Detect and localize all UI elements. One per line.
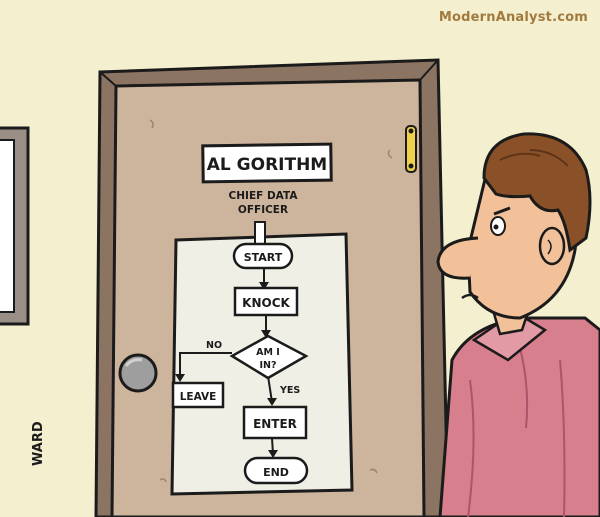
ear [538, 226, 566, 266]
door-knob [118, 353, 158, 393]
nameplate-title-line2: OFFICER [238, 204, 288, 216]
flowchart-decision-line1: AM I [256, 347, 280, 358]
flowchart-decision-line2: IN? [260, 360, 277, 371]
flowchart-leave-node: LEAVE [171, 381, 225, 409]
flowchart-knock-node: KNOCK [233, 286, 299, 317]
flowchart-end-node: END [243, 456, 309, 485]
wall-picture-frame [0, 126, 30, 326]
artist-signature: WARD [31, 421, 46, 466]
nose [436, 236, 479, 280]
site-watermark: ModernAnalyst.com [438, 10, 588, 25]
flowchart-arrows [179, 267, 274, 455]
flowchart-knock-label: KNOCK [242, 296, 290, 310]
nameplate: AL GORITHM CHIEF DATA OFFICER [201, 142, 333, 216]
flowchart-end-label: END [263, 466, 289, 479]
signature-text: WARD [31, 421, 46, 466]
flowchart-enter-node: ENTER [242, 405, 308, 440]
nameplate-name: AL GORITHM [207, 155, 327, 175]
mouth [461, 293, 479, 300]
flowchart-start-label: START [244, 251, 283, 264]
man-character [436, 132, 600, 517]
eyebrow [493, 206, 511, 216]
door-hinge [405, 125, 417, 173]
flowchart-arrowheads [175, 282, 278, 458]
flowchart-decision-node: AM I IN? [229, 334, 309, 380]
tape [254, 221, 266, 245]
nameplate-title-line1: CHIEF DATA [229, 190, 299, 202]
flowchart-enter-label: ENTER [253, 417, 297, 431]
flowchart-no-label: NO [206, 340, 222, 351]
flowchart-start-node: START [232, 242, 294, 270]
flowchart-yes-label: YES [279, 385, 300, 396]
flowchart-leave-label: LEAVE [180, 391, 217, 403]
